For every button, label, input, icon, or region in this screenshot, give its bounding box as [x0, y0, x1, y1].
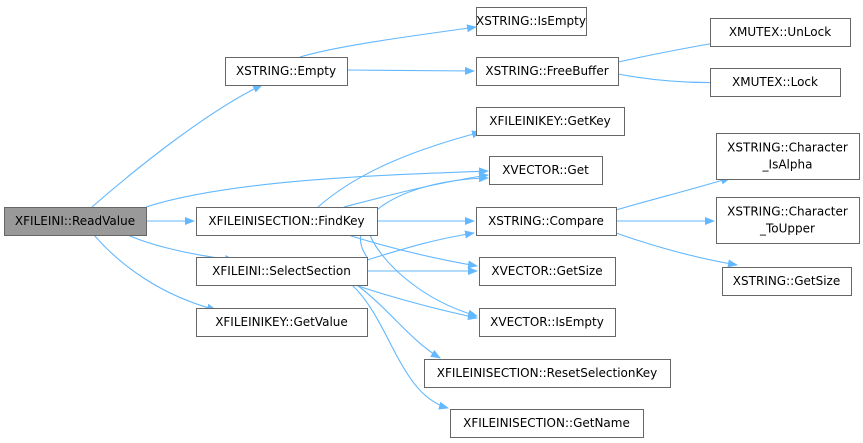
node-getname[interactable]: XFILEINISECTION::GetName — [450, 409, 644, 438]
node-label: XSTRING::Compare — [488, 214, 604, 228]
node-label: XVECTOR::GetSize — [491, 264, 602, 278]
edge-empty-to-isempty_s — [299, 24, 477, 58]
edge-readvalue-to-getvalue — [93, 234, 217, 312]
node-box — [476, 57, 619, 86]
edge-compare-to-isalpha — [615, 176, 731, 211]
node-box — [196, 308, 368, 337]
node-getkey[interactable]: XFILEINIKEY::GetKey — [476, 107, 625, 136]
edge-empty-to-freebuffer — [346, 66, 475, 75]
edges-layer — [91, 24, 738, 410]
node-box — [722, 267, 852, 296]
node-label: XSTRING::GetSize — [733, 274, 840, 288]
node-label: XSTRING::Empty — [236, 64, 336, 78]
edge-findkey-to-vgetsize — [347, 234, 478, 269]
node-box — [489, 156, 603, 185]
node-label: _IsAlpha — [762, 158, 813, 172]
node-box — [479, 257, 616, 286]
node-readvalue[interactable]: XFILEINI::ReadValue — [4, 207, 147, 236]
node-box — [716, 197, 860, 244]
node-label: XSTRING::IsEmpty — [476, 14, 586, 28]
node-lock[interactable]: XMUTEX::Lock — [710, 68, 841, 97]
node-resetsel[interactable]: XFILEINISECTION::ResetSelectionKey — [424, 359, 671, 388]
node-box — [424, 359, 671, 388]
edge-compare-to-sgetsize — [615, 232, 738, 268]
edge-findkey-to-vget — [343, 172, 489, 208]
edge-readvalue-to-empty — [91, 84, 263, 208]
edge-selectsection-to-getname — [351, 284, 449, 410]
node-visempty[interactable]: XVECTOR::IsEmpty — [479, 308, 616, 337]
edge-selectsection-to-resetsel — [356, 284, 441, 359]
node-box — [476, 7, 587, 36]
node-label: XSTRING::Character — [727, 205, 848, 219]
node-box — [196, 257, 368, 286]
edge-selectsection-to-compare — [366, 230, 475, 261]
node-box — [476, 107, 625, 136]
node-box — [476, 207, 617, 236]
node-label: XVECTOR::IsEmpty — [490, 315, 604, 329]
node-label: XFILEINI::SelectSection — [212, 264, 351, 278]
edge-findkey-to-visempty — [369, 234, 478, 318]
node-label: XFILEINISECTION::FindKey — [208, 214, 364, 228]
node-box — [196, 207, 378, 236]
edge-findkey-to-getkey — [317, 130, 482, 208]
node-label: XSTRING::FreeBuffer — [485, 64, 608, 78]
node-selectsection[interactable]: XFILEINI::SelectSection — [196, 257, 368, 286]
node-label: XSTRING::Character — [727, 141, 848, 155]
node-label: XMUTEX::UnLock — [729, 25, 831, 39]
node-box — [710, 68, 841, 97]
node-box — [450, 409, 644, 438]
edge-readvalue-to-vget — [145, 167, 489, 208]
node-label: XFILEINI::ReadValue — [15, 214, 135, 228]
node-freebuffer[interactable]: XSTRING::FreeBuffer — [476, 57, 619, 86]
node-label: _ToUpper — [759, 222, 815, 236]
node-box — [225, 57, 348, 86]
edge-freebuffer-to-unlock — [617, 39, 722, 63]
nodes-layer: XFILEINI::ReadValueXSTRING::EmptyXSTRING… — [4, 7, 860, 438]
node-box — [479, 308, 616, 337]
node-vgetsize[interactable]: XVECTOR::GetSize — [479, 257, 616, 286]
node-label: XVECTOR::Get — [502, 163, 589, 177]
node-label: XFILEINIKEY::GetValue — [215, 315, 348, 329]
node-label: XFILEINIKEY::GetKey — [489, 114, 610, 128]
node-findkey[interactable]: XFILEINISECTION::FindKey — [196, 207, 378, 236]
node-box — [4, 207, 147, 236]
node-vget[interactable]: XVECTOR::Get — [489, 156, 603, 185]
node-empty[interactable]: XSTRING::Empty — [225, 57, 348, 86]
node-toupper[interactable]: XSTRING::Character_ToUpper — [716, 197, 860, 244]
node-compare[interactable]: XSTRING::Compare — [476, 207, 617, 236]
node-isempty_s[interactable]: XSTRING::IsEmpty — [476, 7, 587, 36]
node-sgetsize[interactable]: XSTRING::GetSize — [722, 267, 852, 296]
node-label: XFILEINISECTION::GetName — [463, 416, 630, 430]
edge-selectsection-to-vget — [360, 174, 489, 258]
node-getvalue[interactable]: XFILEINIKEY::GetValue — [196, 308, 368, 337]
node-isalpha[interactable]: XSTRING::Character_IsAlpha — [716, 133, 860, 180]
node-box — [710, 18, 851, 47]
node-unlock[interactable]: XMUTEX::UnLock — [710, 18, 851, 47]
edge-selectsection-to-visempty — [354, 284, 478, 321]
node-label: XFILEINISECTION::ResetSelectionKey — [437, 366, 658, 380]
node-box — [716, 133, 860, 180]
node-label: XMUTEX::Lock — [732, 75, 818, 89]
edge-readvalue-to-selectsection — [127, 234, 235, 263]
